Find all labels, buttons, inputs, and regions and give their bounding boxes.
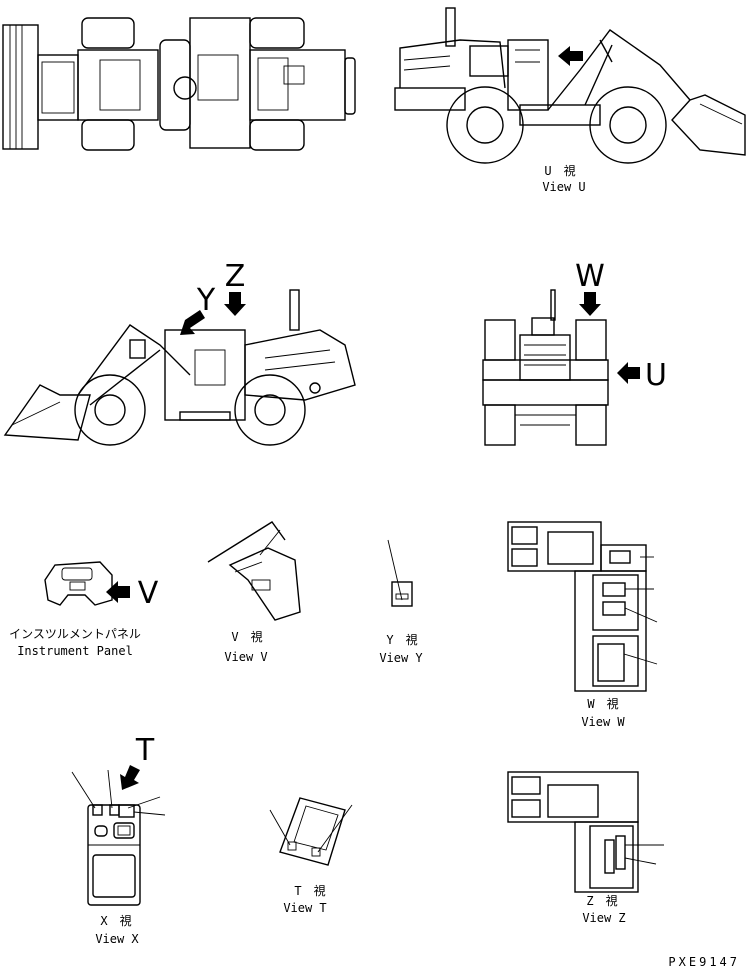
instrument-panel-drawing: [44, 561, 130, 606]
view-t-drawing: [269, 797, 353, 866]
arrow-letter-u: U: [645, 358, 667, 393]
arrow-letter-w: W: [575, 259, 605, 294]
loader-side-view-u: [394, 7, 746, 164]
arrow-t-icon: [120, 765, 140, 790]
view-v-drawing: [207, 521, 301, 621]
view-x-drawing: [71, 765, 166, 906]
view-w-en: View W: [581, 715, 625, 729]
arrow-letter-t: T: [135, 733, 155, 768]
panel-label-jp: インスツルメントパネル: [9, 627, 141, 641]
view-y-jp: Y 視: [386, 632, 417, 647]
view-z-drawing: [507, 771, 664, 893]
view-z-jp: Z 視: [586, 893, 617, 908]
view-z-en: View Z: [582, 911, 625, 925]
view-y-en: View Y: [379, 651, 423, 665]
view-t-en: View T: [283, 901, 326, 915]
arrow-letter-y: Y: [196, 283, 216, 318]
arrow-y-icon: [180, 310, 205, 335]
view-w-jp: W 視: [587, 696, 618, 711]
arrow-letter-z: Z: [225, 259, 246, 294]
arrow-u-icon: [617, 362, 640, 384]
view-u-jp: U 視: [544, 163, 575, 178]
arrow-v-icon: [106, 581, 130, 603]
view-x-en: View X: [95, 932, 139, 946]
arrow-z-icon: [224, 292, 246, 316]
panel-label-en: Instrument Panel: [17, 644, 133, 658]
loader-top-view: [2, 17, 356, 151]
arrow-w-icon: [579, 292, 601, 316]
view-w-drawing: [507, 521, 658, 692]
arrow-x-icon: [558, 46, 583, 66]
view-v-en: View V: [224, 650, 267, 664]
view-y-drawing: [387, 539, 413, 607]
arrow-letter-v: V: [138, 576, 159, 611]
loader-rear-view: [482, 289, 640, 446]
view-u-en: View U: [542, 180, 585, 194]
drawing-code: PXE9147: [668, 955, 740, 969]
view-v-jp: V 視: [231, 629, 262, 644]
view-t-jp: T 視: [294, 883, 325, 898]
loader-side-view-front: [3, 289, 356, 446]
view-x-jp: X 視: [100, 913, 131, 928]
